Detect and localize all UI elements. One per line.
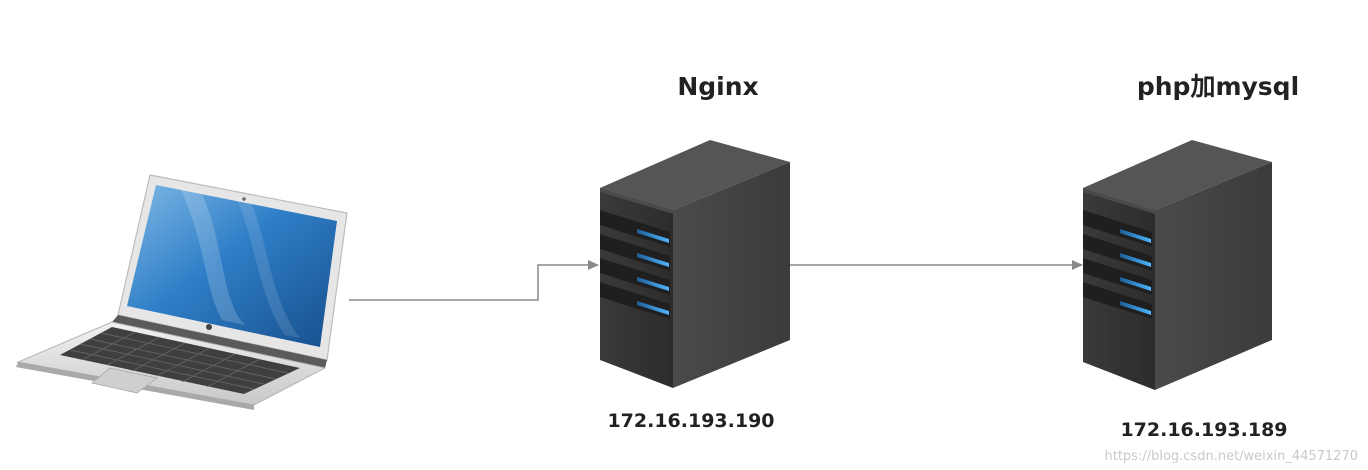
backend-ip-label: 172.16.193.189 [1120,419,1287,441]
watermark: https://blog.csdn.net/weixin_44571270 [1104,449,1358,464]
nginx-title: Nginx [677,72,758,101]
drive-bays [600,210,670,319]
backend-server-icon [1083,140,1272,390]
drive-bays [1083,210,1152,319]
laptop-icon [16,174,348,410]
nginx-ip-label: 172.16.193.190 [607,410,774,432]
backend-title: php加mysql [1137,72,1299,101]
nginx-server-icon [600,140,790,388]
connector-laptop-to-nginx [349,260,599,301]
